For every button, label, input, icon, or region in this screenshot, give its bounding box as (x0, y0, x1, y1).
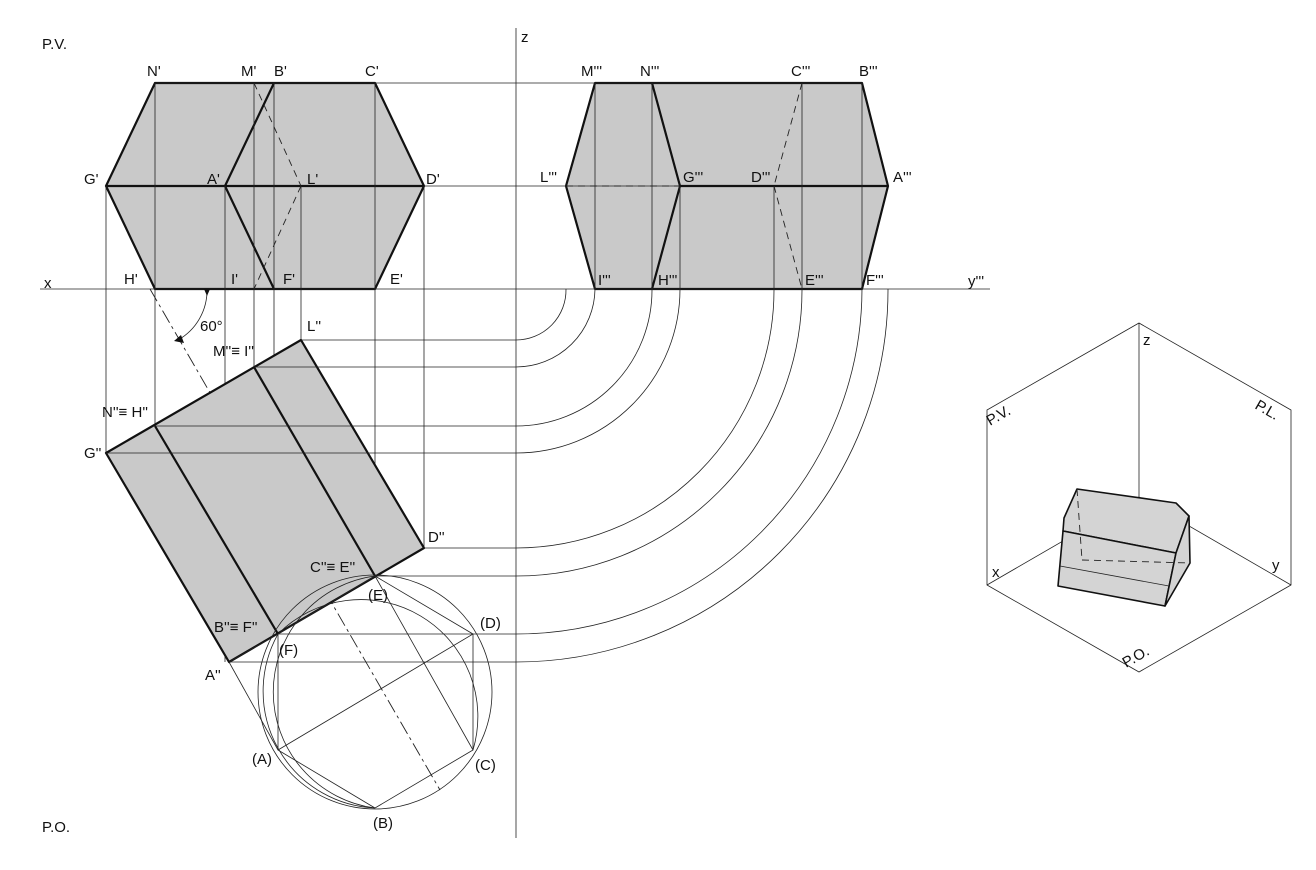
top-view-edge (253, 366, 376, 577)
point-label: N' (147, 63, 161, 80)
point-label: B''≡ F'' (214, 619, 258, 636)
point-label: I' (231, 271, 238, 288)
point-label: M''≡ I'' (213, 343, 254, 360)
iso-prism-edge (1059, 565, 1170, 587)
point-label: M' (241, 63, 256, 80)
point-label: M''' (581, 63, 602, 80)
point-label: (A) (252, 751, 272, 768)
point-label: C''' (791, 63, 811, 80)
point-label: B' (274, 63, 287, 80)
point-label: D' (426, 171, 440, 188)
point-label: A'' (205, 667, 221, 684)
point-label: E''' (805, 272, 824, 289)
side-view-hidden-edge (773, 82, 803, 187)
point-label: L''' (540, 169, 557, 186)
point-label: F''' (866, 272, 884, 289)
transfer-arc (515, 288, 681, 454)
angle-label: 60° (200, 318, 223, 335)
iso-prism-hidden (1081, 559, 1191, 564)
iso-axis-label-x: x (992, 564, 1000, 581)
plane-label-pv: P.V. (42, 36, 67, 53)
point-label: G''' (683, 169, 703, 186)
construction-arc (277, 599, 479, 751)
iso-plane-label-po: P.O. (1120, 643, 1153, 672)
front-view-hidden-edge (253, 185, 302, 290)
iso-plane-label-pl: P.L. (1252, 397, 1282, 424)
construction-arc (262, 633, 376, 809)
axis-label-x: x (44, 275, 52, 292)
front-view-hidden-edge (253, 82, 302, 187)
arrow-head (204, 289, 210, 296)
axis-label-y3: y''' (968, 273, 984, 290)
point-label: H''' (658, 272, 678, 289)
circumscribed-circle (257, 574, 493, 810)
transfer-arcs (106, 288, 889, 663)
point-label: L'' (307, 318, 321, 335)
construction-line (228, 661, 279, 751)
point-label: B''' (859, 63, 878, 80)
point-label: (B) (373, 815, 393, 832)
point-label: A' (207, 171, 220, 188)
plane-label-po: P.O. (42, 819, 70, 836)
point-label: N''' (640, 63, 660, 80)
point-label: C' (365, 63, 379, 80)
point-label: I''' (598, 272, 611, 289)
axis-centerline (149, 288, 441, 791)
point-label: N''≡ H'' (102, 404, 148, 421)
iso-axis-label-z: z (1143, 332, 1151, 349)
transfer-arc (515, 288, 889, 663)
side-view-hidden-edge (773, 185, 803, 290)
point-label: G'' (84, 445, 102, 462)
arrow-head (174, 335, 184, 343)
iso-hexagon-frame (986, 322, 1292, 673)
transfer-arc (515, 288, 863, 635)
transfer-arc (515, 288, 775, 549)
point-label: G' (84, 171, 99, 188)
point-label: A''' (893, 169, 912, 186)
point-label: (C) (475, 757, 496, 774)
construction-arc (272, 575, 376, 809)
point-label: (F) (279, 642, 298, 659)
isometric-inset (986, 322, 1292, 673)
point-label: C''≡ E'' (310, 559, 355, 576)
point-label: E' (390, 271, 403, 288)
point-label: H' (124, 271, 138, 288)
axis-label-z: z (521, 29, 529, 46)
transfer-arc (515, 288, 567, 341)
point-label: D''' (751, 169, 771, 186)
point-label: (E) (368, 587, 388, 604)
transfer-arc (515, 288, 803, 577)
top-view-edge (154, 425, 279, 635)
point-label: L' (307, 171, 318, 188)
transfer-arc (515, 288, 653, 427)
top-view-line (228, 633, 279, 663)
point-label: (D) (480, 615, 501, 632)
iso-plane-label-pv: P.V. (984, 402, 1014, 429)
construction-line (374, 575, 474, 751)
point-label: F' (283, 271, 295, 288)
point-label: D'' (428, 529, 445, 546)
construction-line (277, 633, 474, 751)
reference-lines (40, 28, 990, 838)
iso-axis-label-y: y (1272, 557, 1280, 574)
transfer-arc (515, 288, 596, 368)
